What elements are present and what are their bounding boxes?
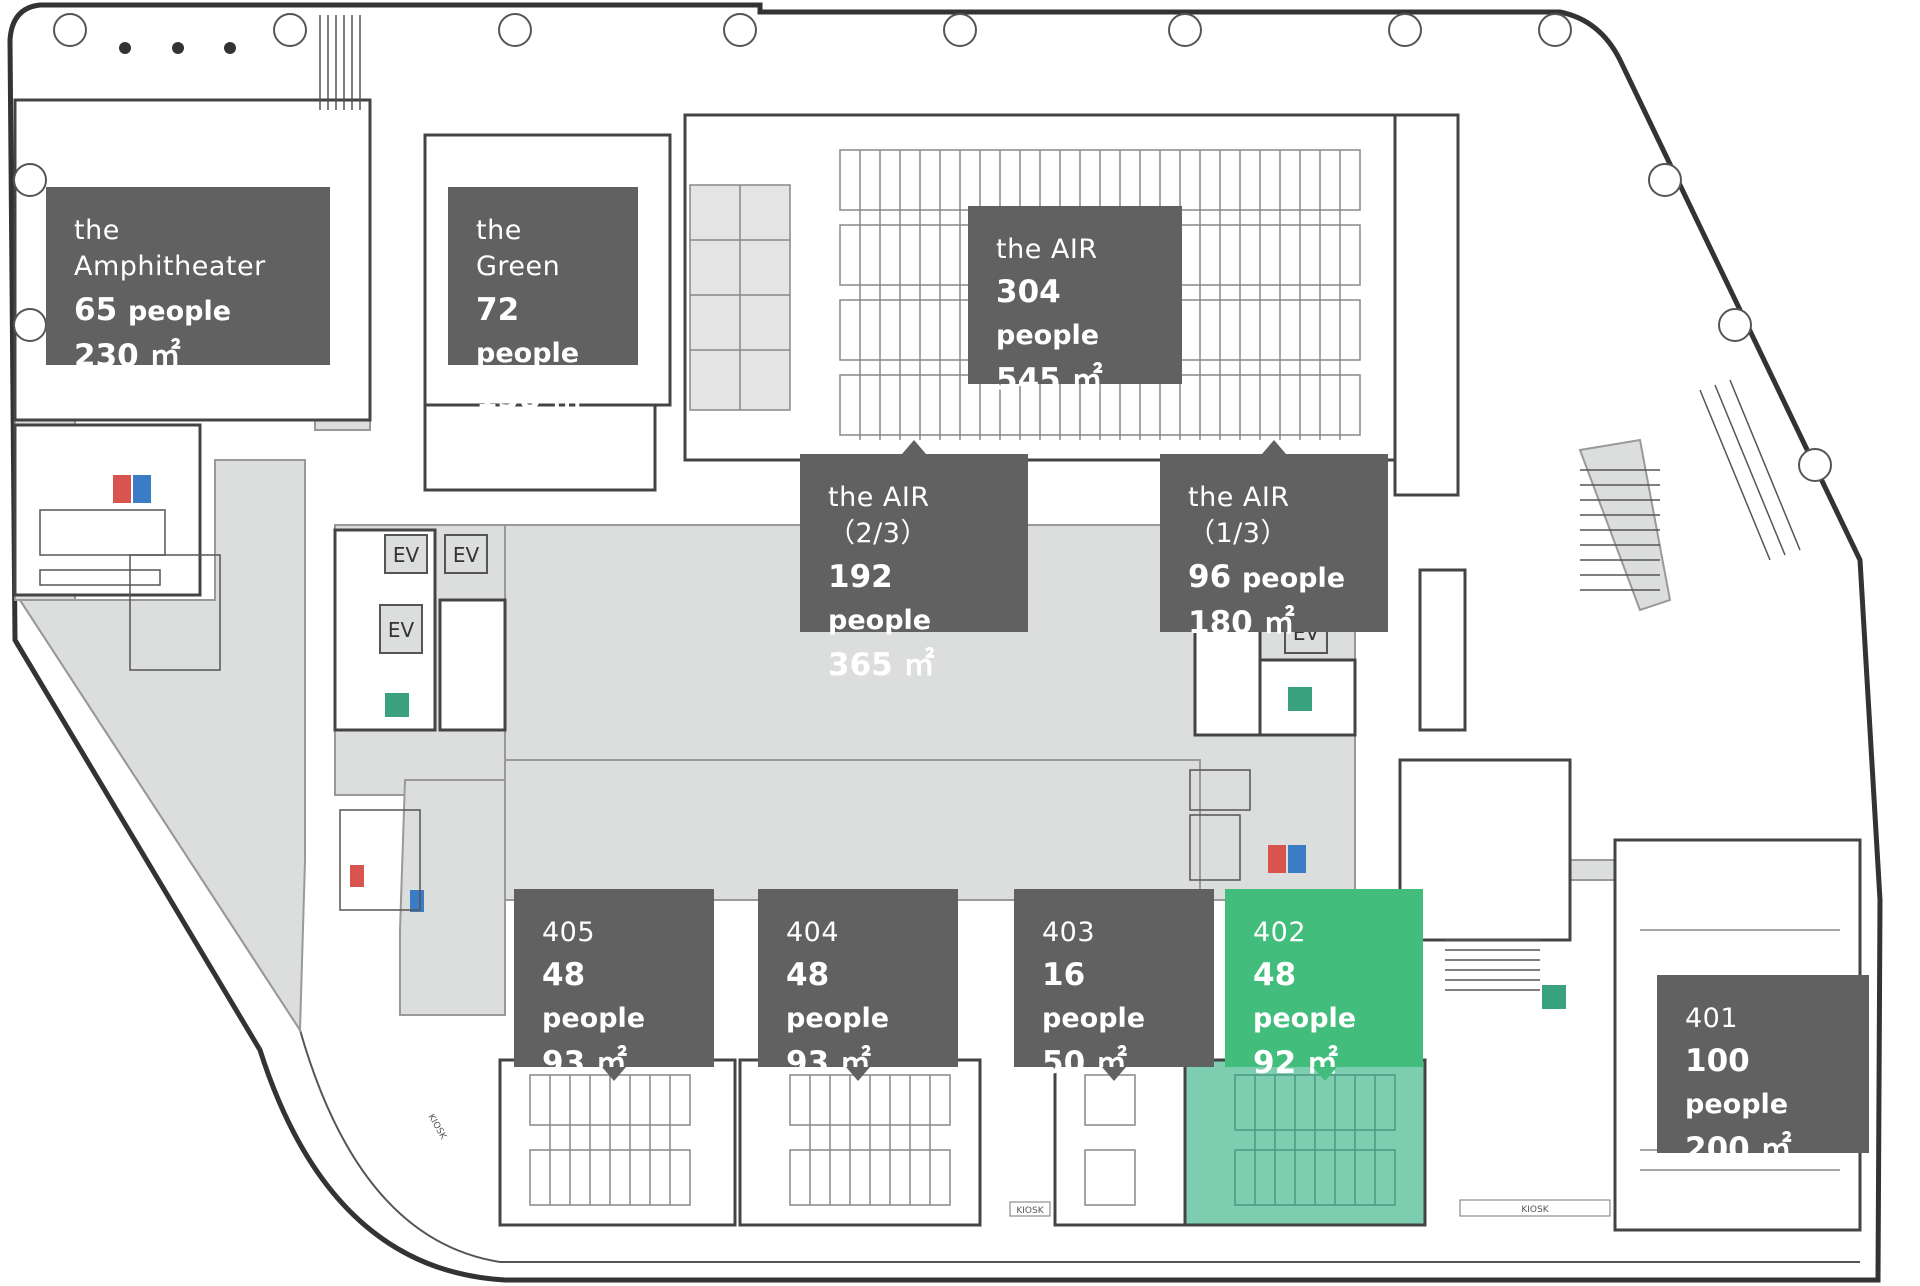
room-label-amphitheater[interactable]: the Amphitheater 65 people 230 ㎡ — [46, 187, 330, 374]
pointer-icon — [1102, 1067, 1126, 1081]
room-name: the AIR — [996, 234, 1098, 265]
room-name: 402 — [1253, 917, 1307, 948]
room-label-405[interactable]: 405 48 people 93 ㎡ — [514, 889, 714, 1081]
room-capacity: 96 people — [1188, 558, 1346, 595]
stairs — [319, 15, 1801, 991]
room-name: the AIR（2/3） — [828, 482, 930, 550]
room-capacity: 72 people — [476, 291, 580, 369]
room-name: 403 — [1042, 917, 1096, 948]
room-label-401[interactable]: 401 100 people 200 ㎡ — [1657, 975, 1869, 1167]
room-label-green[interactable]: the Green 72 people 138 ㎡ — [448, 187, 638, 416]
pointer-icon — [1262, 440, 1286, 454]
room-label-air-1-3[interactable]: the AIR（1/3） 96 people 180 ㎡ — [1160, 440, 1388, 641]
room-capacity: 48 people — [786, 957, 890, 1035]
room-name: the AIR（1/3） — [1188, 482, 1290, 550]
pointer-icon — [1313, 1067, 1337, 1081]
room-area: 138 ㎡ — [476, 379, 583, 416]
svg-text:KIOSK: KIOSK — [1016, 1206, 1044, 1216]
room-capacity: 100 people — [1685, 1043, 1789, 1121]
room-name: 401 — [1685, 1003, 1739, 1034]
room-area: 365 ㎡ — [828, 646, 935, 683]
room-capacity: 16 people — [1042, 957, 1146, 1035]
air-seating — [689, 149, 1361, 440]
room-label-402[interactable]: 402 48 people 92 ㎡ — [1225, 889, 1423, 1081]
room-name: the Green — [476, 215, 561, 283]
room-name: the Amphitheater — [74, 215, 266, 283]
room-capacity: 304 people — [996, 274, 1100, 352]
room-area: 180 ㎡ — [1188, 604, 1295, 641]
room-label-air[interactable]: the AIR 304 people 545 ㎡ — [968, 206, 1182, 398]
room-name: 404 — [786, 917, 840, 948]
svg-text:EV: EV — [388, 618, 415, 642]
room-area: 200 ㎡ — [1685, 1131, 1792, 1168]
columns — [13, 13, 1832, 482]
room-area: 230 ㎡ — [74, 337, 181, 374]
room-name: 405 — [542, 917, 596, 948]
exit-sign-icons — [385, 687, 1566, 1009]
svg-text:KIOSK: KIOSK — [1521, 1205, 1549, 1215]
room-label-404[interactable]: 404 48 people 93 ㎡ — [758, 889, 958, 1081]
pointer-icon — [602, 1067, 626, 1081]
room-label-403[interactable]: 403 16 people 50 ㎡ — [1014, 889, 1214, 1081]
svg-text:EV: EV — [393, 543, 420, 567]
room-capacity: 48 people — [1253, 957, 1357, 1035]
room-area: 545 ㎡ — [996, 362, 1103, 399]
room-label-air-2-3[interactable]: the AIR（2/3） 192 people 365 ㎡ — [800, 440, 1028, 683]
room-capacity: 65 people — [74, 291, 232, 328]
room-capacity: 48 people — [542, 957, 646, 1035]
pointer-icon — [902, 440, 926, 454]
room-capacity: 192 people — [828, 558, 932, 636]
pointer-icon — [846, 1067, 870, 1081]
svg-text:EV: EV — [453, 543, 480, 567]
